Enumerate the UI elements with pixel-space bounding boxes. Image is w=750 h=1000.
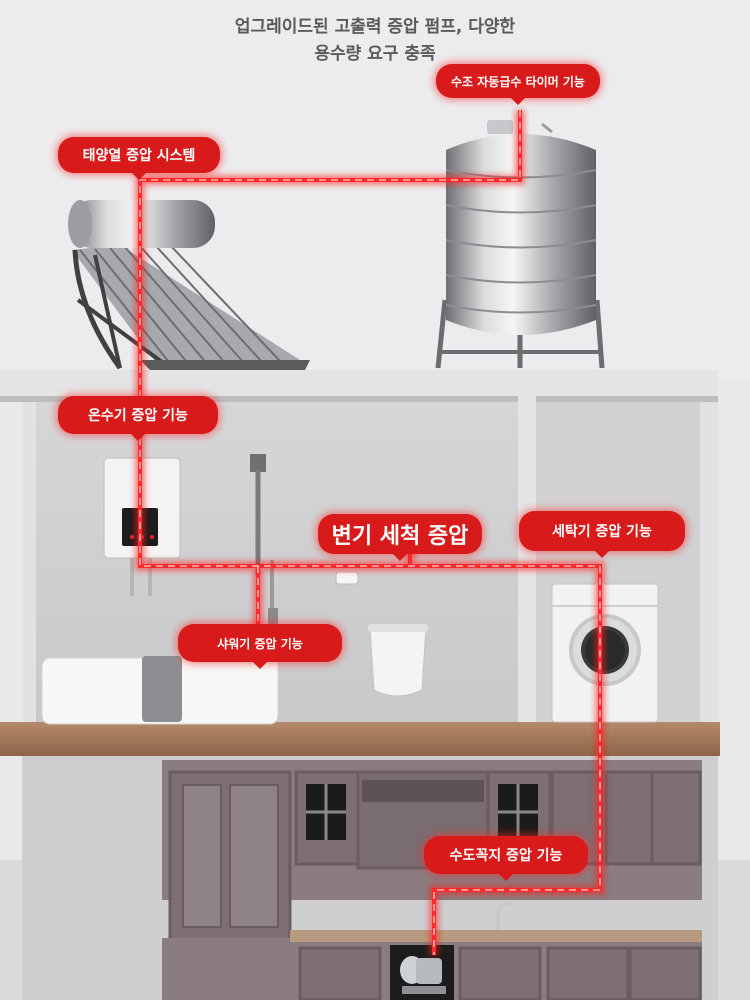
- kitchen-cabinets: [162, 760, 702, 1000]
- wood-floor: [0, 722, 720, 756]
- label-water-heater: 온수기 증압 기능: [58, 396, 218, 441]
- toilet: [368, 624, 428, 697]
- label-washer: 세탁기 증압 기능: [519, 511, 685, 558]
- toilet-paper: [335, 571, 359, 585]
- label-toilet: 변기 세척 증압: [318, 514, 482, 561]
- bathtub: [41, 656, 279, 725]
- wall-divider: [518, 396, 536, 722]
- headline-line-2: 용수량 요구 충족: [314, 44, 436, 64]
- booster-pump: [390, 945, 454, 1000]
- headline: 업그레이드된 고출력 증압 펌프, 다양한 용수량 요구 충족: [0, 14, 750, 68]
- roof-slab: [0, 370, 718, 396]
- label-tank-timer: 수조 자동급수 타이머 기능: [436, 64, 600, 105]
- label-solar-system: 태양열 증압 시스템: [58, 137, 220, 180]
- label-faucet: 수도꼭지 증압 기능: [424, 836, 588, 881]
- headline-line-1: 업그레이드된 고출력 증압 펌프, 다양한: [234, 17, 516, 37]
- label-shower: 샤워기 증압 기능: [178, 624, 342, 669]
